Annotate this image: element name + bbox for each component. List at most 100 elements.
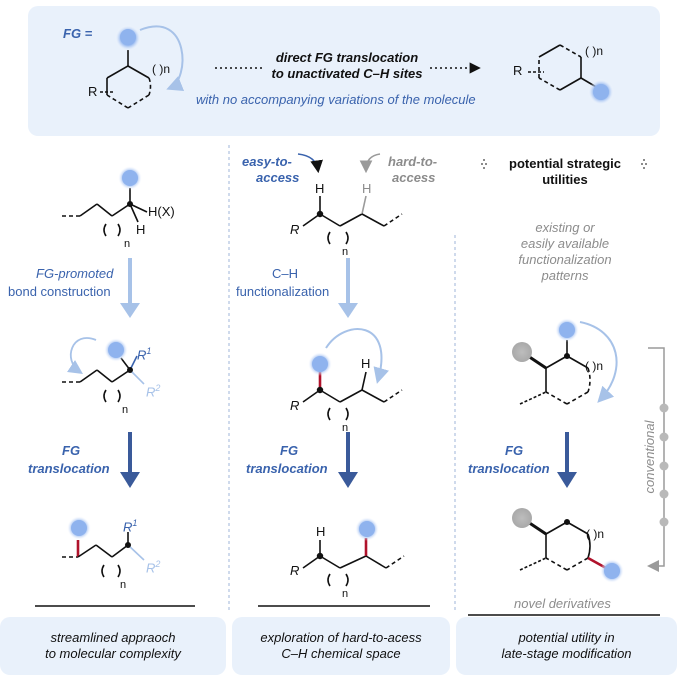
col1-step1-line1: FG-promoted <box>36 266 114 281</box>
col3-desc-line2: easily available <box>520 236 610 251</box>
col2-mol3-fg-core <box>359 521 375 537</box>
col1-caption-line2: to molecular complexity <box>45 646 181 661</box>
col1-r2-text: R <box>146 384 156 400</box>
header-left-ring <box>100 50 152 109</box>
col1-r2-sup: 2 <box>155 383 161 393</box>
col3-ring1-grey-ball <box>512 342 532 362</box>
col3-title: potential strategic utilities <box>490 156 640 188</box>
header-title-line2: to unactivated C–H sites <box>271 66 423 81</box>
col2-mol1-dot <box>316 210 324 218</box>
col2-step1-line2: functionalization <box>236 284 330 299</box>
col1-step2-line2: translocation <box>28 461 110 476</box>
conventional-dots <box>659 403 669 527</box>
header-r-right: R <box>513 63 523 78</box>
col2-step1-line1: C–H <box>272 266 299 281</box>
caption-panel-1 <box>0 617 226 675</box>
col3-ring1-curved-arrow <box>579 321 618 403</box>
col3-ring2-grey-ball <box>512 508 532 528</box>
col1-hx: H(X) <box>148 204 175 219</box>
col2-step2-line1: FG <box>280 443 299 458</box>
col3-novel: novel derivatives <box>514 596 611 611</box>
col2-hard-arrow <box>359 153 381 174</box>
header-title: direct FG translocation to unactivated C… <box>262 50 432 82</box>
col1-mol3-fg-core <box>71 520 87 536</box>
col3-conventional: conventional <box>642 420 657 494</box>
col1-r2-product-text: R <box>146 560 156 576</box>
col1-mol3-dot <box>125 542 131 548</box>
col1-r1-sup: 1 <box>146 346 152 356</box>
header-subtitle: with no accompanying variations of the m… <box>196 92 476 107</box>
col1-r1-product: R1 <box>123 515 137 535</box>
col3-arrow-head <box>557 472 577 488</box>
col3-caption: potential utility in late-stage modifica… <box>456 630 677 662</box>
col2-mol1 <box>302 195 403 245</box>
col3-title-line1: potential strategic <box>509 156 621 171</box>
col2-mol3-dot <box>316 552 324 560</box>
col1-h: H <box>136 222 146 237</box>
header-fg-label: FG = <box>63 26 93 41</box>
col1-arrow2-head <box>120 472 140 488</box>
col1-step2-line1: FG <box>62 443 81 458</box>
col1-mol1-center-dot <box>127 201 133 207</box>
col2-h3: H <box>316 524 326 539</box>
header-n-right: ( )n <box>585 44 603 58</box>
conventional-bracket <box>647 347 665 572</box>
col2-easy-line2: access <box>256 170 300 185</box>
col2-r: R <box>290 222 300 237</box>
header-right-fg-core <box>593 84 609 100</box>
col1-mol1 <box>62 188 148 237</box>
col1-mol1-fg-core <box>122 170 138 186</box>
header-n-left: ( )n <box>152 62 170 76</box>
col2-h-easy: H <box>315 181 325 196</box>
col1-caption: streamlined appraoch to molecular comple… <box>0 630 226 662</box>
col2-arrow1-head <box>338 303 358 318</box>
col3-title-dots <box>481 159 647 169</box>
col2-step2-line2: translocation <box>246 461 328 476</box>
col2-hard-line1: hard-to- <box>388 154 438 169</box>
col3-ring1-fg-core <box>559 322 575 338</box>
col3-desc: existing or easily available functionali… <box>500 220 630 284</box>
col1-n1: n <box>124 238 131 250</box>
caption-panel-2 <box>232 617 450 675</box>
col1-step1-line2: bond construction <box>8 284 111 299</box>
col3-desc-line1: existing or <box>535 220 595 235</box>
header-curved-arrow <box>139 25 185 91</box>
col1-r1-product-text: R <box>123 519 133 535</box>
col2-n1: n <box>342 246 349 258</box>
col2-easy-arrow <box>297 153 323 174</box>
col3-ring2-fg-core <box>604 563 620 579</box>
col2-mol3 <box>302 538 405 587</box>
col2-mol2 <box>302 371 403 421</box>
col1-mol2-curved-arrow <box>67 337 97 375</box>
col3-n2: ( )n <box>586 527 604 541</box>
col3-title-line2: utilities <box>542 172 588 187</box>
col2-hard-line2: access <box>392 170 436 185</box>
col1-n3: n <box>120 579 127 591</box>
col1-r2: R2 <box>146 380 160 400</box>
col3-step-line1: FG <box>505 443 524 458</box>
col1-r1-product-sup: 1 <box>132 518 138 528</box>
col2-caption-line1: exploration of hard-to-acess <box>260 630 422 645</box>
col1-r1-text: R <box>137 347 147 363</box>
col2-caption: exploration of hard-to-acess C–H chemica… <box>232 630 450 662</box>
col1-r2-product: R2 <box>146 556 160 576</box>
col3-caption-line2: late-stage modification <box>501 646 632 661</box>
col2-h-hard: H <box>362 181 372 196</box>
col2-h2: H <box>361 356 371 371</box>
col2-arrow2-head <box>338 472 358 488</box>
col2-n3: n <box>342 588 349 600</box>
col1-mol3 <box>62 532 145 578</box>
col1-r2-product-sup: 2 <box>155 559 161 569</box>
col2-caption-line2: C–H chemical space <box>281 646 401 661</box>
col2-r3: R <box>290 563 300 578</box>
col1-mol2 <box>62 355 145 403</box>
col1-mol2-fg-core <box>108 342 124 358</box>
col3-step-line2: translocation <box>468 461 550 476</box>
col3-ring2-dot <box>564 519 570 525</box>
col3-caption-line1: potential utility in <box>518 630 615 645</box>
header-title-line1: direct FG translocation <box>275 50 419 65</box>
col2-mol2-curved-arrow <box>325 328 389 384</box>
col2-easy: easy-to- access <box>242 154 299 186</box>
col3-n1: ( )n <box>585 359 603 373</box>
